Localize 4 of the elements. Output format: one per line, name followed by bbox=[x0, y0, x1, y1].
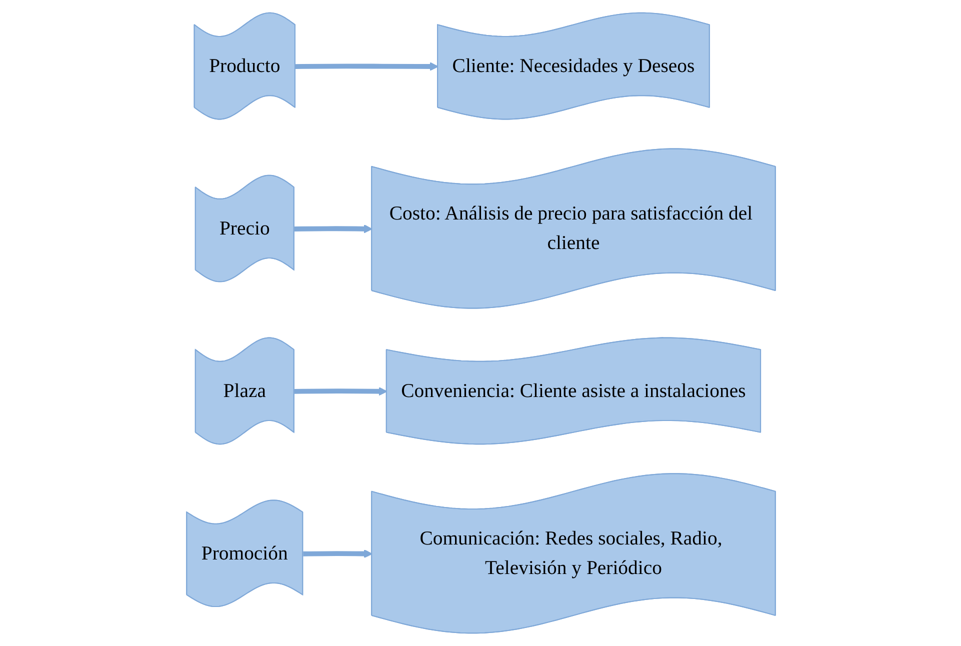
arrow bbox=[294, 387, 387, 396]
arrow bbox=[294, 224, 372, 234]
arrow bbox=[302, 549, 372, 558]
arrow bbox=[294, 62, 438, 71]
